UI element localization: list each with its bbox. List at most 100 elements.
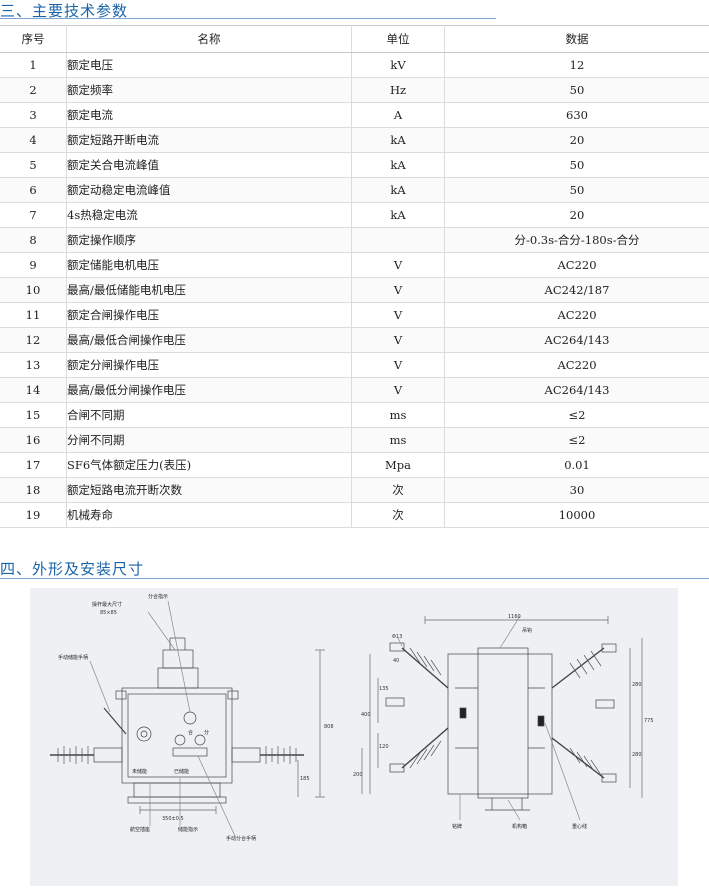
cell-value: 0.01 — [444, 452, 709, 478]
cell-name: 分闸不同期 — [66, 427, 352, 453]
cell-unit: kA — [351, 127, 445, 153]
label-position-indicator: 分合指示 — [148, 593, 168, 600]
cell-unit — [351, 227, 445, 253]
label-manual-charge-handle: 手动储能手柄 — [58, 654, 88, 661]
cell-name: 合闸不同期 — [66, 402, 352, 428]
section-4-rule — [0, 578, 709, 579]
cell-value: ≤2 — [444, 402, 709, 428]
dim-775: 775 — [644, 718, 654, 724]
cell-value: AC220 — [444, 252, 709, 278]
cell-name: 额定分闸操作电压 — [66, 352, 352, 378]
cell-value: AC242/187 — [444, 277, 709, 303]
dim-height: 808 — [324, 724, 334, 730]
cell-value: 630 — [444, 102, 709, 128]
cell-index: 2 — [0, 77, 67, 103]
cell-unit: ms — [351, 402, 445, 428]
cell-value: 12 — [444, 52, 709, 78]
cell-index: 18 — [0, 477, 67, 503]
cell-name: 最高/最低分闸操作电压 — [66, 377, 352, 403]
cell-index: 4 — [0, 127, 67, 153]
cell-index: 19 — [0, 502, 67, 528]
cell-name: 额定关合电流峰值 — [66, 152, 352, 178]
cell-name: 额定电压 — [66, 52, 352, 78]
cell-index: 9 — [0, 252, 67, 278]
cell-name: 最高/最低合闸操作电压 — [66, 327, 352, 353]
upper-left-bushing — [401, 647, 449, 689]
right-bushing — [231, 747, 261, 763]
cell-name: 最高/最低储能电机电压 — [66, 277, 352, 303]
dim-400: 400 — [361, 712, 371, 718]
label-charge-indicator: 储能指示 — [178, 826, 198, 833]
cell-value: ≤2 — [444, 427, 709, 453]
cell-index: 13 — [0, 352, 67, 378]
cell-index: 15 — [0, 402, 67, 428]
cell-name: 4s热稳定电流 — [66, 202, 352, 228]
manual-charge-handle-icon — [103, 707, 127, 735]
dim-200: 200 — [353, 772, 363, 778]
position-indicator-icon — [183, 711, 197, 725]
cell-unit: kA — [351, 152, 445, 178]
cell-value: 分-0.3s-合分-180s-合分 — [444, 227, 709, 253]
cell-value: 50 — [444, 177, 709, 203]
section-3-rule — [0, 18, 496, 19]
dim-40: 40 — [393, 658, 399, 664]
label-nameplate: 铭牌 — [452, 823, 462, 830]
charge-indicator-icon — [136, 726, 152, 742]
upper-bracket — [157, 667, 199, 689]
dim-280b: 280 — [632, 752, 642, 758]
cell-index: 11 — [0, 302, 67, 328]
cell-value: 30 — [444, 477, 709, 503]
lower-left-bushing — [401, 727, 449, 769]
cell-value: AC264/143 — [444, 327, 709, 353]
cell-unit: kA — [351, 177, 445, 203]
label-bracket: 吊钩 — [522, 627, 532, 634]
cell-name: 额定操作顺序 — [66, 227, 352, 253]
cell-name: 机械寿命 — [66, 502, 352, 528]
cell-value: AC220 — [444, 352, 709, 378]
cell-unit: 次 — [351, 477, 445, 503]
left-view — [50, 600, 325, 837]
cell-unit: V — [351, 277, 445, 303]
cell-value: 20 — [444, 127, 709, 153]
outline-drawing-panel: 操杆最大尺寸 85×85 分合指示 手动储能手柄 未储能 已储能 合 分 航空插… — [30, 588, 678, 886]
cell-unit: ms — [351, 427, 445, 453]
dim-280a: 280 — [632, 682, 642, 688]
upper-right-bushing — [551, 647, 605, 689]
cell-unit: kA — [351, 202, 445, 228]
cell-unit: A — [351, 102, 445, 128]
section-3-title: 三、主要技术参数 — [0, 2, 129, 20]
label-aviation-socket: 航空插座 — [130, 826, 150, 833]
cell-unit: kV — [351, 52, 445, 78]
side-body — [447, 653, 553, 795]
label-center-line: 重心线 — [572, 823, 587, 830]
cell-value: 10000 — [444, 502, 709, 528]
cell-name: 额定电流 — [66, 102, 352, 128]
cell-index: 16 — [0, 427, 67, 453]
dim-135: 135 — [379, 686, 389, 692]
right-view-labels: 1160 吊钩 Φ13 40 135 400 120 200 280 280 7… — [353, 614, 654, 830]
cell-unit: V — [351, 327, 445, 353]
cell-unit: 次 — [351, 502, 445, 528]
cell-unit: V — [351, 352, 445, 378]
header-value: 数据 — [444, 25, 709, 53]
label-open-mark: 分 — [204, 729, 209, 736]
label-charged: 已储能 — [174, 768, 189, 775]
cell-index: 3 — [0, 102, 67, 128]
header-name: 名称 — [66, 25, 352, 53]
cell-index: 1 — [0, 52, 67, 78]
cell-index: 12 — [0, 327, 67, 353]
